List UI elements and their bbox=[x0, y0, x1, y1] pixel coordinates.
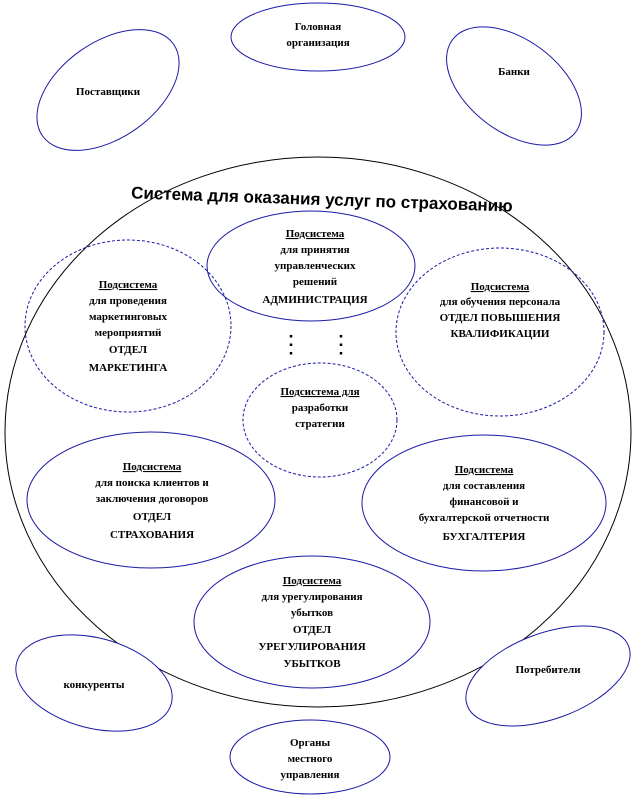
subsystem-administration-line-1: Подсистема bbox=[286, 228, 345, 240]
node-local-government-line-3: управления bbox=[281, 769, 340, 781]
subsystem-claims-settlement-line-2: для урегулирования bbox=[261, 591, 362, 603]
subsystem-training-line-3: ОТДЕЛ ПОВЫШЕНИЯ bbox=[440, 312, 561, 324]
node-banks-label: Банки bbox=[498, 66, 530, 78]
subsystem-administration-line-4: решений bbox=[293, 276, 338, 288]
subsystem-insurance-line-5: СТРАХОВАНИЯ bbox=[110, 529, 194, 541]
subsystem-marketing-line-1: Подсистема bbox=[99, 279, 158, 291]
subsystem-marketing-line-6: МАРКЕТИНГА bbox=[89, 362, 168, 374]
subsystem-strategy: Подсистема для разработки стратегии bbox=[242, 362, 398, 478]
subsystem-marketing-line-4: мероприятий bbox=[95, 327, 162, 339]
node-consumers: Потребители bbox=[465, 625, 631, 727]
subsystem-administration: Подсистема для принятия управленческих р… bbox=[206, 210, 416, 322]
node-head-organization-line-2: организация bbox=[286, 37, 349, 49]
node-head-organization-line-1: Головная bbox=[295, 21, 342, 33]
subsystem-accounting-line-2: для составления bbox=[443, 480, 525, 492]
subsystem-marketing: Подсистема для проведения маркетинговых … bbox=[24, 239, 232, 413]
subsystem-administration-line-5: АДМИНИСТРАЦИЯ bbox=[262, 294, 367, 306]
subsystem-insurance-line-4: ОТДЕЛ bbox=[133, 511, 172, 523]
node-consumers-label: Потребители bbox=[515, 664, 581, 676]
node-suppliers-label: Поставщики bbox=[76, 86, 141, 98]
subsystem-administration-line-2: для принятия bbox=[280, 244, 349, 256]
node-banks: Банки bbox=[446, 26, 582, 146]
subsystem-marketing-line-2: для проведения bbox=[89, 295, 167, 307]
subsystem-claims-settlement-line-4: ОТДЕЛ bbox=[293, 624, 332, 636]
subsystem-insurance-line-1: Подсистема bbox=[123, 461, 182, 473]
system-boundary-circle bbox=[4, 156, 632, 708]
node-head-organization: Головная организация bbox=[230, 2, 406, 72]
subsystem-marketing-line-5: ОТДЕЛ bbox=[109, 344, 148, 356]
subsystem-insurance-line-3: заключения договоров bbox=[96, 493, 209, 505]
subsystem-accounting-line-3: финансовой и bbox=[449, 496, 519, 508]
node-local-government-line-1: Органы bbox=[290, 737, 331, 749]
subsystem-training-line-2: для обучения персонала bbox=[440, 296, 561, 308]
node-competitors: конкуренты bbox=[15, 634, 173, 732]
subsystem-accounting-line-1: Подсистема bbox=[455, 464, 514, 476]
subsystem-training-line-4: КВАЛИФИКАЦИИ bbox=[451, 328, 550, 340]
subsystem-training: Подсистема для обучения персонала ОТДЕЛ … bbox=[395, 247, 605, 417]
subsystem-claims-settlement-line-1: Подсистема bbox=[283, 575, 342, 587]
subsystem-strategy-line-2: разработки bbox=[292, 402, 349, 414]
node-local-government: Органы местного управления bbox=[229, 719, 391, 795]
subsystem-claims-settlement-line-5: УРЕГУЛИРОВАНИЯ bbox=[258, 641, 365, 653]
subsystem-claims-settlement-line-6: УБЫТКОВ bbox=[283, 658, 341, 670]
node-competitors-label: конкуренты bbox=[63, 679, 124, 691]
subsystem-accounting-line-5: БУХГАЛТЕРИЯ bbox=[443, 531, 526, 543]
subsystem-training-line-1: Подсистема bbox=[471, 281, 530, 293]
node-suppliers: Поставщики bbox=[36, 29, 180, 151]
subsystem-insurance: Подсистема для поиска клиентов и заключе… bbox=[26, 431, 276, 569]
subsystem-administration-line-3: управленческих bbox=[275, 260, 356, 272]
subsystem-strategy-line-3: стратегии bbox=[295, 418, 345, 430]
subsystem-claims-settlement-line-3: убытков bbox=[291, 607, 333, 619]
subsystem-strategy-line-1: Подсистема для bbox=[280, 386, 359, 398]
subsystem-accounting-line-4: бухгалтерской отчетности bbox=[419, 512, 550, 524]
dotted-connectors bbox=[289, 335, 343, 356]
subsystem-marketing-line-3: маркетинговых bbox=[89, 311, 168, 323]
node-local-government-line-2: местного bbox=[288, 753, 333, 765]
subsystem-insurance-line-2: для поиска клиентов и bbox=[95, 477, 209, 489]
subsystem-accounting: Подсистема для составления финансовой и … bbox=[361, 434, 607, 572]
subsystem-claims-settlement: Подсистема для урегулирования убытков ОТ… bbox=[193, 555, 431, 689]
